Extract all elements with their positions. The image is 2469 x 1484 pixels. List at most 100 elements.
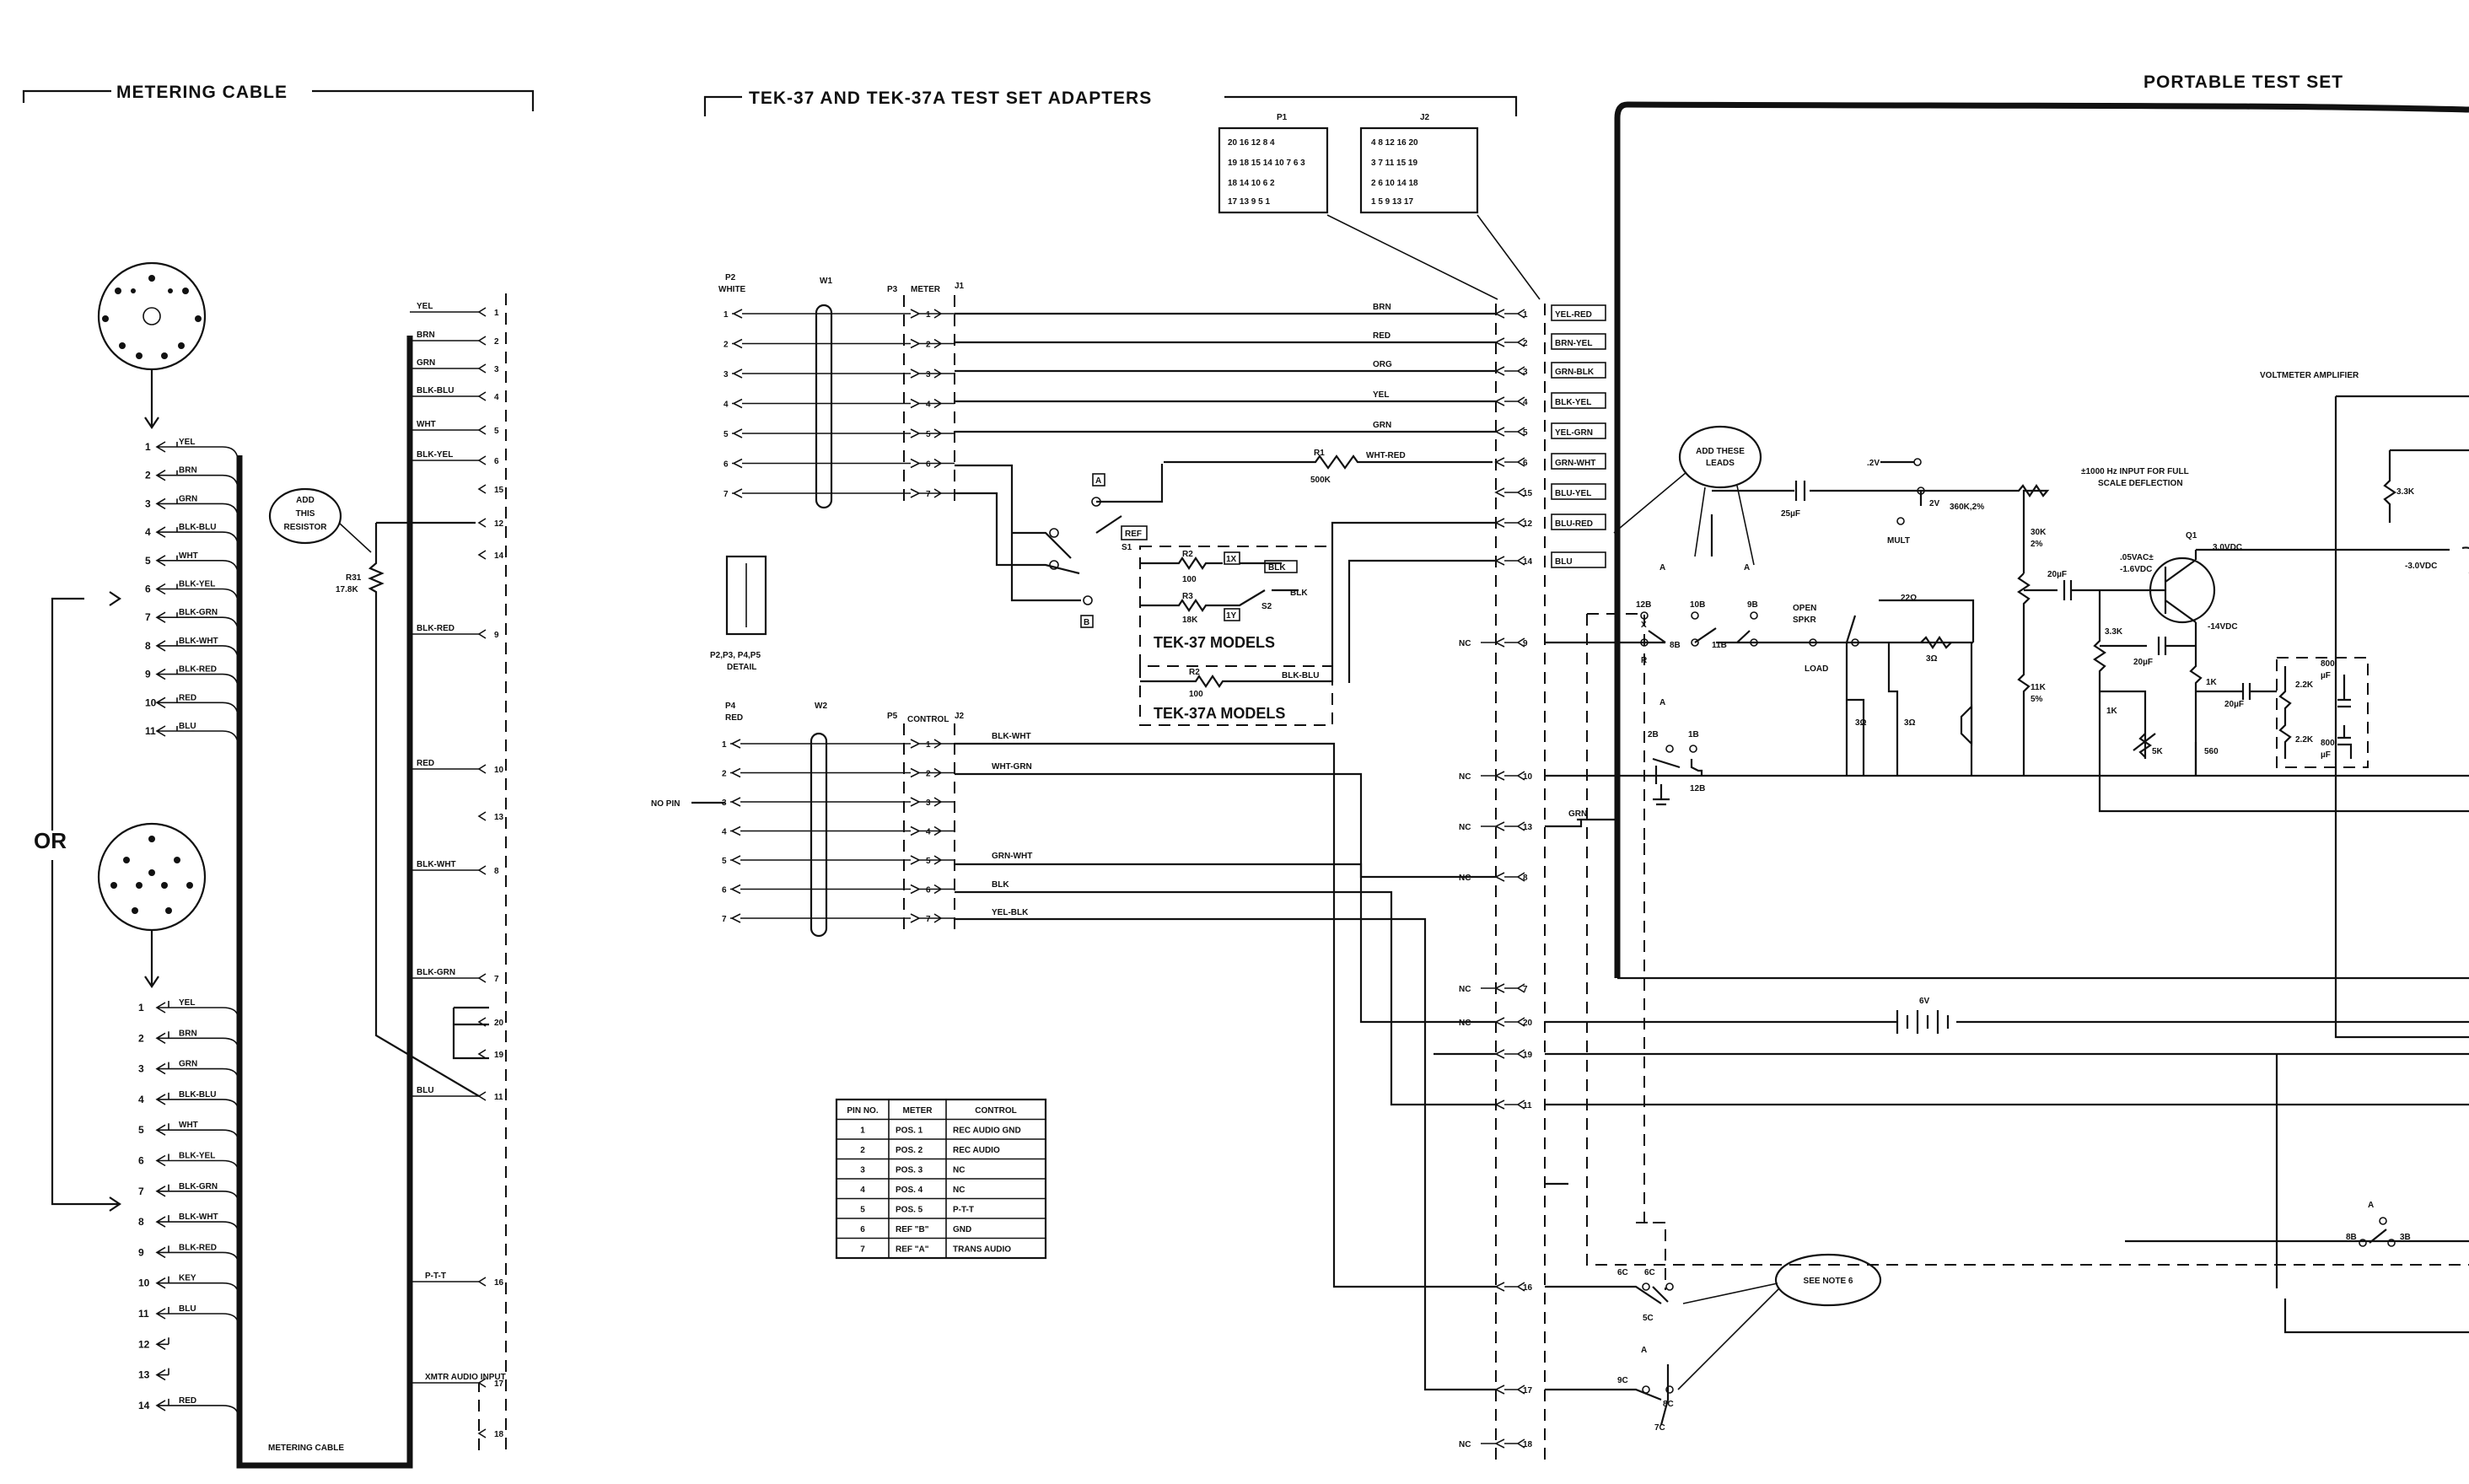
pin-table-cell: NC (953, 1166, 965, 1175)
connector-j-pin: 13 (494, 813, 504, 822)
input-note-2: SCALE DEFLECTION (2098, 479, 2183, 488)
metering-cable-label: METERING CABLE (268, 1444, 344, 1453)
r2-label: R2 (1182, 550, 1193, 559)
test-set-pin: 8 (1523, 874, 1528, 883)
pin-table-cell: POS. 1 (896, 1126, 923, 1136)
j1-pin: 6 (926, 460, 931, 470)
control-wire-label: WHT-GRN (992, 762, 1032, 772)
p4-row-line (730, 913, 955, 923)
test-set-pin: 10 (1523, 772, 1533, 782)
test-set-pin: 6 (1523, 459, 1528, 468)
connector-j-pin: 4 (494, 393, 499, 402)
p2-pin: 7 (723, 490, 729, 499)
connector-j-pin: 3 (494, 365, 499, 374)
lower-pin-number: 6 (138, 1155, 144, 1167)
load-switch-network: A A 12B 10B 9B 8B 11B X R OPEN SPKR LOAD… (1545, 563, 2469, 1266)
upper-pin-lead (155, 441, 239, 460)
run-blk (955, 890, 1496, 1106)
meter-wire-label: WHT-RED (1366, 451, 1406, 460)
upper-wire-color: BRN (179, 466, 197, 476)
pin-table-cell: GND (953, 1225, 971, 1234)
meter-wire-label: YEL (1373, 390, 1389, 400)
pin-table-cell: REC AUDIO (953, 1146, 1000, 1155)
tag-1x: 1X (1226, 555, 1237, 564)
tek37-network: TEK-37 MODELS R2 100 R3 18K S2 BLK 1X BL… (1139, 546, 1333, 667)
run-grn-wht (955, 863, 1496, 1024)
mult-label: MULT (1887, 536, 1910, 546)
connector-j-pin: 7 (494, 975, 499, 984)
connector-j-pin: 12 (494, 519, 504, 529)
test-set-enclosure (1614, 101, 2469, 978)
control-wire-label: GRN-WHT (992, 852, 1032, 861)
cap20b-label: 20µF (2133, 658, 2153, 667)
test-set-socket (1494, 366, 1525, 376)
test-set-nc: NC (1459, 1440, 1471, 1449)
r1-label: R1 (1314, 449, 1325, 458)
run-blk-wht (955, 742, 1496, 1288)
test-set-runs (1545, 1052, 2469, 1334)
s2-label: S2 (1261, 602, 1272, 611)
p1-row-3: 18 14 10 6 2 (1228, 179, 1275, 188)
pin-table-cell: POS. 3 (896, 1166, 923, 1175)
lower-pin-lead (155, 1215, 169, 1228)
pin-table-cell: TRANS AUDIO (953, 1245, 1011, 1255)
connector-j-wire: XMTR AUDIO INPUT (425, 1373, 506, 1382)
adapters-title: TEK-37 AND TEK-37A TEST SET ADAPTERS (749, 89, 1152, 108)
connector-j-socket (477, 764, 487, 774)
test-set-wire-box (1551, 392, 1606, 409)
upper-pin-lead (155, 668, 239, 686)
connector-j-wire: BRN (417, 331, 435, 340)
lower-pin-number: 11 (138, 1308, 149, 1320)
lower-pin-lead (155, 1184, 169, 1197)
lower-wire-color: YEL (179, 998, 195, 1008)
pin-table-header: METER (903, 1106, 933, 1116)
grn-lead (1545, 818, 1615, 828)
pin-table-cell: POS. 2 (896, 1146, 923, 1155)
lower-wire-color: KEY (179, 1274, 196, 1283)
test-set-pin: 2 (1523, 339, 1528, 348)
vac-label: .05VAC± (2120, 553, 2154, 562)
adapters-header: TEK-37 AND TEK-37A TEST SET ADAPTERS (703, 89, 1518, 116)
sw-label-7c: 7C (1654, 1423, 1665, 1433)
test-set-connector-dash (1495, 304, 1546, 1465)
connector-j-wire: YEL (417, 302, 433, 311)
sw-label-5c: 5C (1643, 1314, 1654, 1323)
connector-j-pin: 9 (494, 631, 499, 640)
r1-value: 500K (1310, 476, 1331, 485)
test-set-socket (1494, 1282, 1525, 1292)
s1-label: S1 (1122, 543, 1132, 552)
test-set-socket (1494, 457, 1525, 467)
lower-wire-lead (169, 1099, 239, 1109)
run-yel-blk (955, 917, 1496, 1391)
test-set-socket (1494, 1049, 1525, 1059)
connector-j-socket (477, 484, 487, 494)
cap800b-label: 800 (2321, 739, 2335, 748)
test-set-socket (1494, 821, 1525, 831)
p2-row-line (732, 368, 955, 379)
lower-pin-number: 3 (138, 1063, 144, 1075)
pin-table-header: CONTROL (975, 1106, 1016, 1116)
lower-pin-lead (155, 1276, 169, 1289)
amplifier-q1: Q1 .05VAC± -1.6VDC 3.0VDC -14VDC 20µF 3.… (2024, 395, 2469, 1039)
cap800a-unit: µF (2321, 671, 2331, 680)
test-set-socket (1494, 872, 1525, 882)
test-set-pin: 7 (1523, 985, 1528, 994)
test-set-wire-box (1551, 422, 1606, 439)
test-set-pin: 12 (1523, 519, 1533, 529)
r22k-b-label: 2.2K (2295, 735, 2314, 745)
lower-wire-color: GRN (179, 1060, 197, 1069)
p4-pin: 3 (722, 798, 727, 808)
cap20c-label: 20µF (2224, 700, 2244, 709)
callout-line3: RESISTOR (284, 523, 328, 532)
p1-row-2: 19 18 15 14 10 7 6 3 (1228, 159, 1305, 168)
metering-cable-header: METERING CABLE (22, 83, 535, 111)
control-label: CONTROL (907, 715, 949, 724)
cap20a-label: 20µF (2047, 570, 2067, 579)
lower-pin-lead (155, 1398, 169, 1411)
j2-row-3: 2 6 10 14 18 (1371, 179, 1418, 188)
connector-face-14pin (97, 822, 207, 932)
upper-pin-number: 1 (145, 441, 151, 453)
meter-wire-label: GRN (1373, 421, 1391, 430)
connector-j-pin: 19 (494, 1051, 504, 1060)
